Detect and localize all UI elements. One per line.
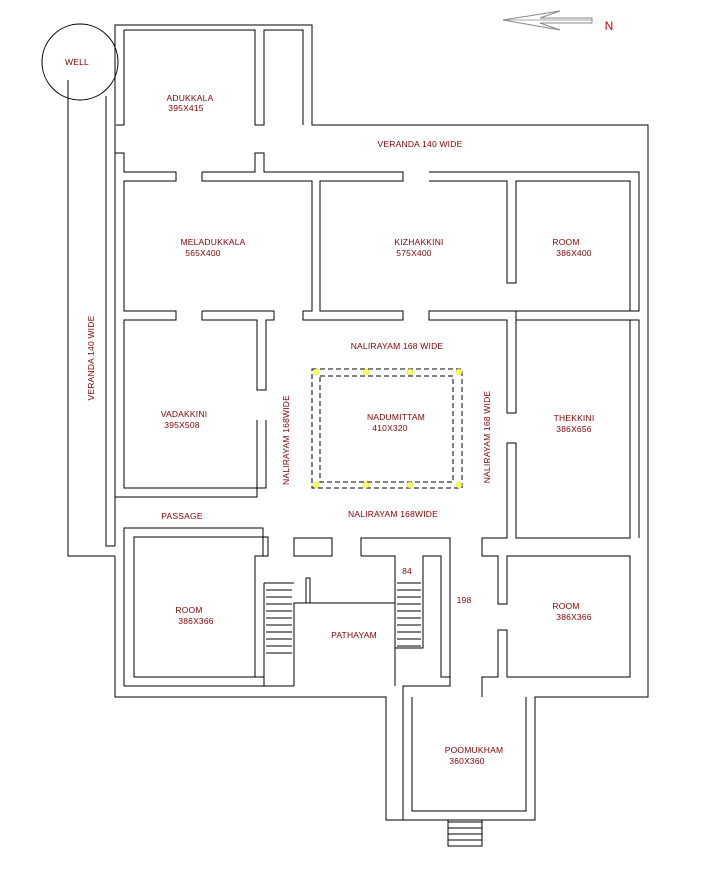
entrance-steps — [447, 820, 483, 847]
north-label: N — [605, 19, 614, 33]
poomukham-size: 360X360 — [449, 756, 485, 766]
room-se-size: 386X366 — [556, 612, 592, 622]
inner-walls — [115, 152, 640, 820]
poomukham-name: POOMUKHAM — [445, 745, 503, 755]
nalirayam-left-label: NALIRAYAM 168WIDE — [281, 395, 291, 485]
pathayam-label: PATHAYAM — [331, 630, 377, 640]
veranda-left-inner — [105, 96, 115, 547]
thekkini-size: 386X656 — [556, 424, 592, 434]
adukkala-size: 395X415 — [168, 103, 204, 113]
room-ne-name: ROOM — [552, 237, 579, 247]
veranda-left-outline — [67, 80, 115, 557]
adukkala-name: ADUKKALA — [167, 93, 214, 103]
veranda-left-label: VERANDA 140 WIDE — [86, 315, 96, 400]
stairs-right — [397, 582, 421, 647]
meladukkala-size: 565X400 — [185, 248, 221, 258]
room-sw-size: 386X366 — [178, 616, 214, 626]
vadakkini-size: 395X508 — [164, 420, 200, 430]
thekkini-name: THEKKINI — [554, 413, 595, 423]
nadumittam-name: NADUMITTAM — [367, 412, 425, 422]
well-label: WELL — [65, 57, 89, 67]
meladukkala-name: MELADUKKALA — [180, 237, 245, 247]
stairs-left — [266, 589, 292, 654]
nalirayam-right-label: NALIRAYAM 168 WIDE — [482, 391, 492, 484]
passage-label: PASSAGE — [161, 511, 203, 521]
north-arrow-icon — [502, 10, 593, 31]
room-sw-name: ROOM — [175, 605, 202, 615]
dim-84-label: 84 — [402, 566, 412, 576]
veranda-top-label: VERANDA 140 WIDE — [378, 139, 463, 149]
dim-198-label: 198 — [457, 595, 472, 605]
kizhakkini-name: KIZHAKKINI — [394, 237, 443, 247]
outer-walls — [114, 24, 649, 821]
nadumittam-courtyard — [311, 368, 463, 489]
nalirayam-top-label: NALIRAYAM 168 WIDE — [351, 341, 444, 351]
well-circle — [41, 23, 119, 101]
vadakkini-name: VADAKKINI — [161, 409, 208, 419]
nalirayam-bottom-label: NALIRAYAM 168WIDE — [348, 509, 438, 519]
kizhakkini-size: 575X400 — [396, 248, 432, 258]
nadumittam-size: 410X320 — [372, 423, 408, 433]
room-ne-size: 386X400 — [556, 248, 592, 258]
room-se-name: ROOM — [552, 601, 579, 611]
